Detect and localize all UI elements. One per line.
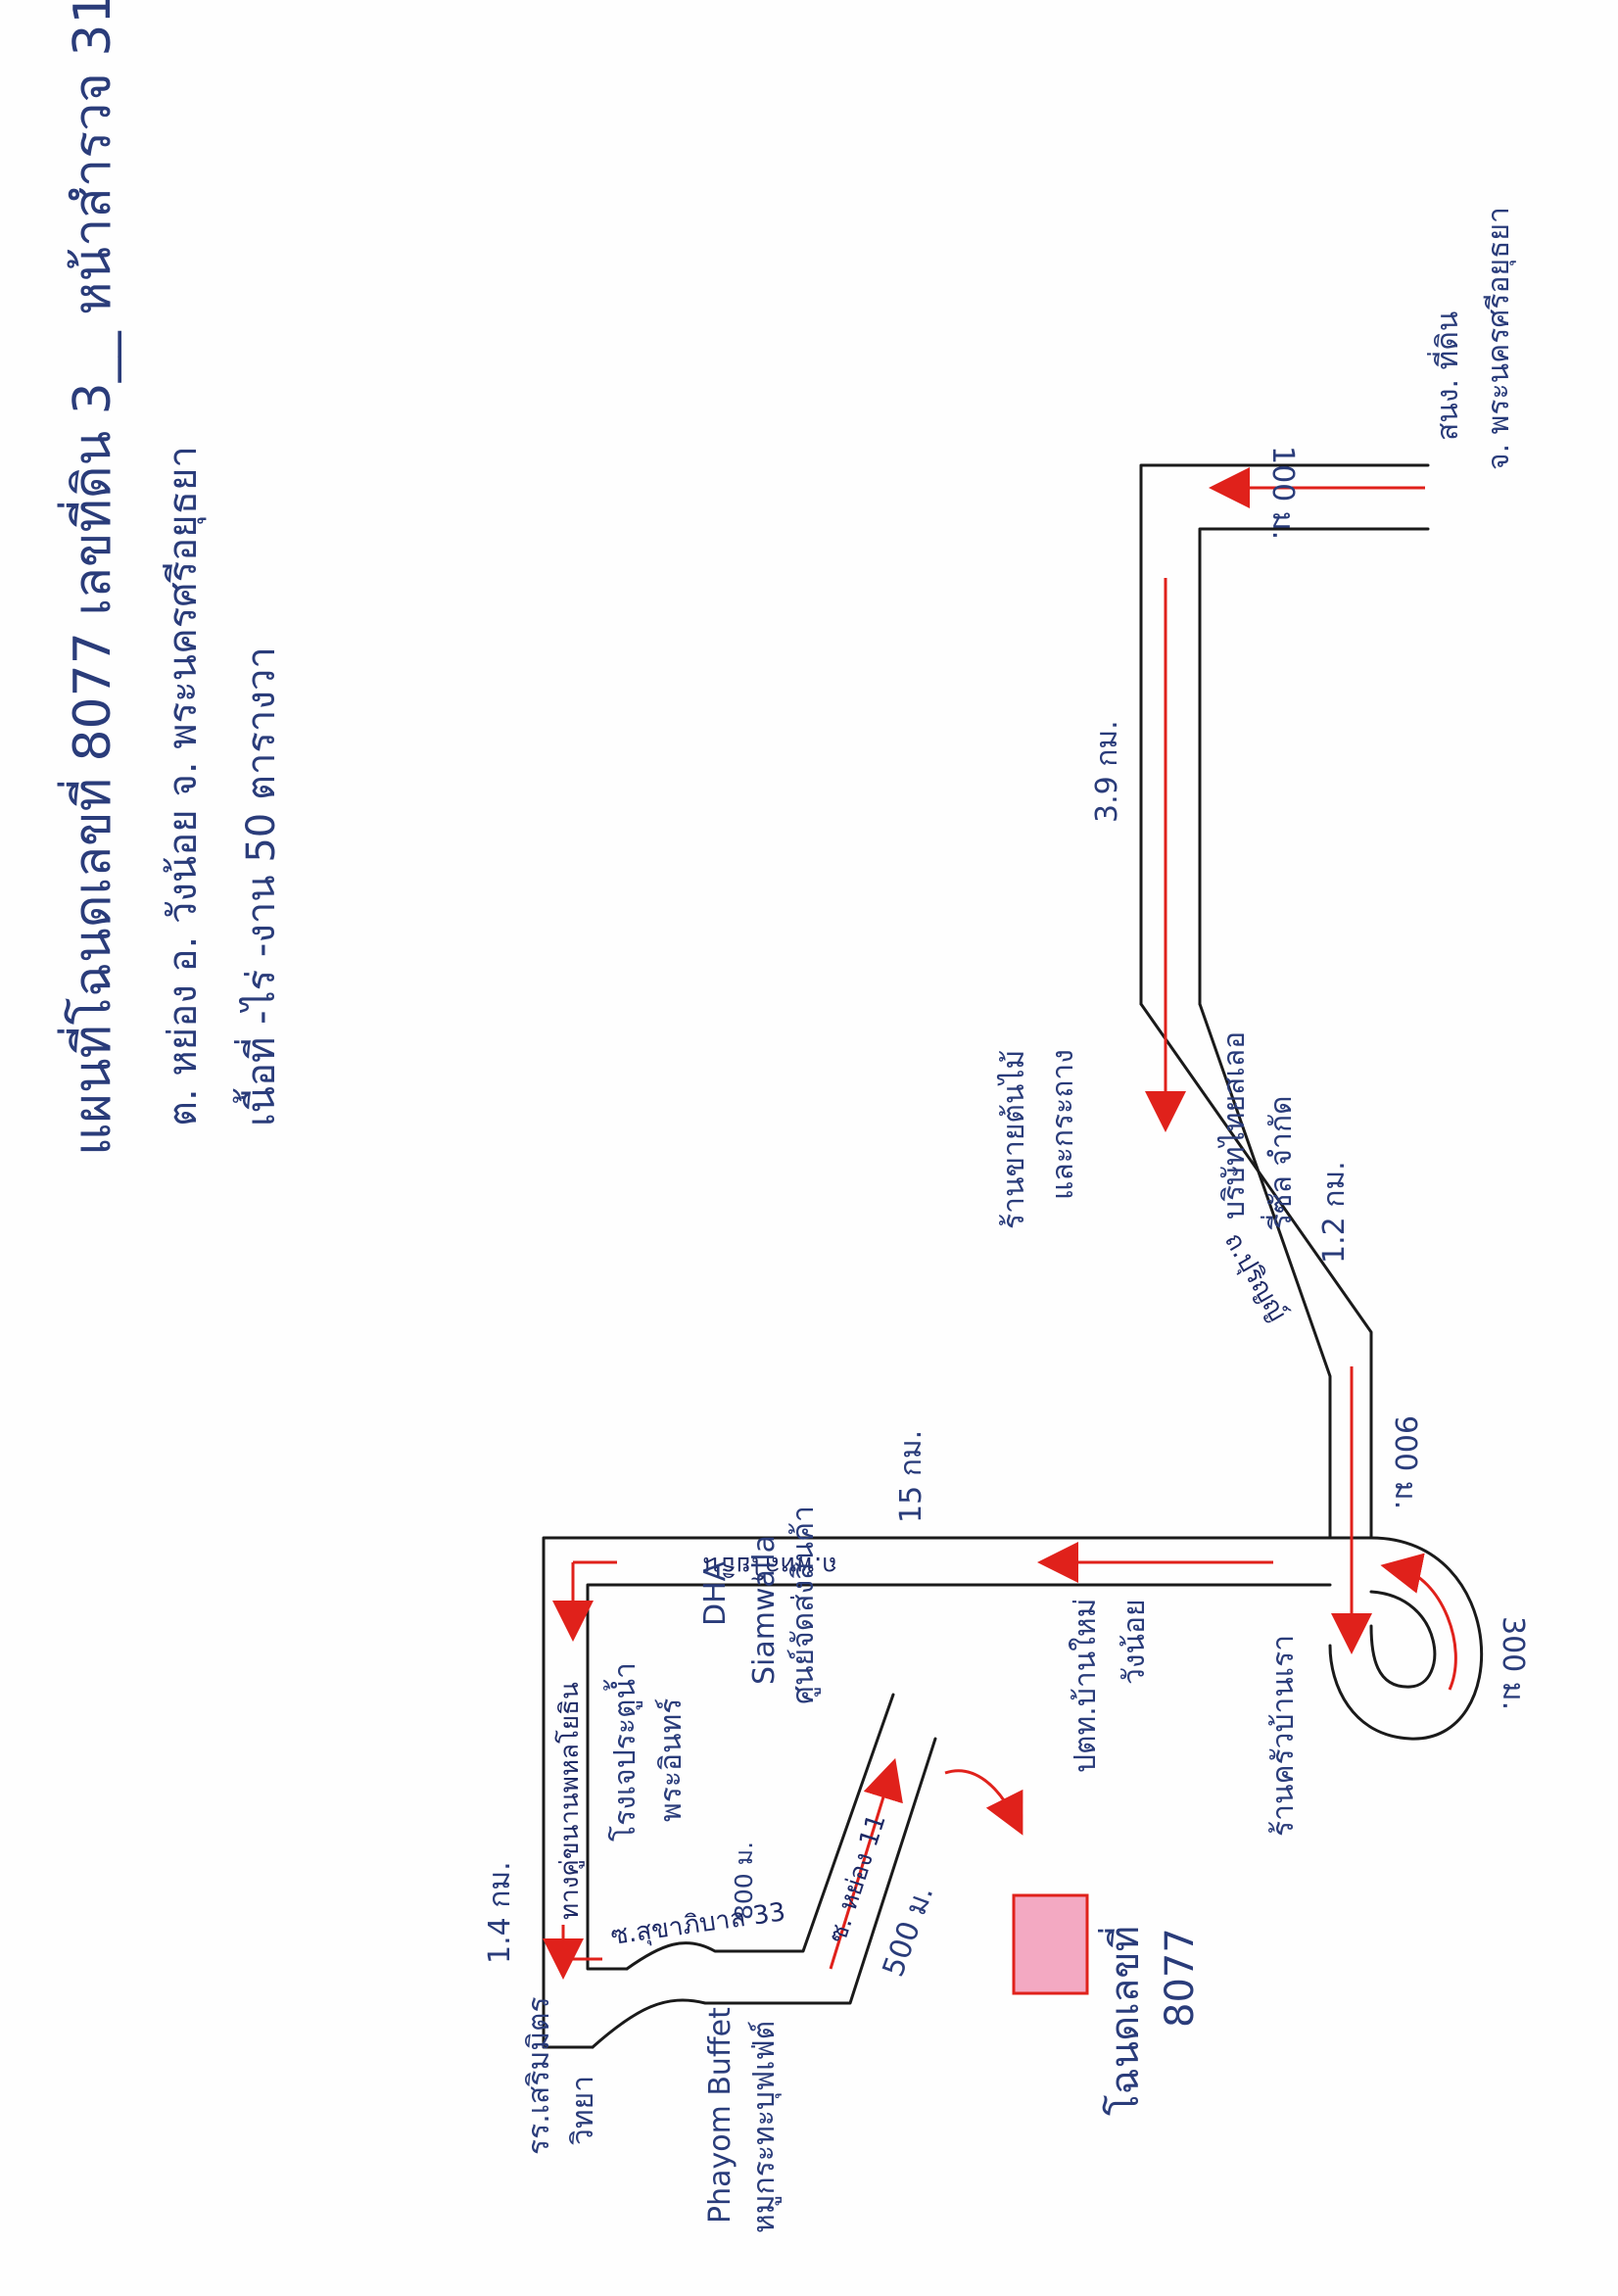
- map-labels: สนง. ที่ดิน จ. พระนครศรีอยุธยา 100 ม. 3.…: [483, 207, 1530, 2233]
- header-location: ต. หย่อง อ. วังน้อย จ. พระนครศรีอยุธยา: [161, 446, 207, 1126]
- road-u-turn-outer: [1328, 1536, 1484, 1741]
- road-u-turn-inner: [1369, 1590, 1437, 1689]
- road-office-entrance-inner: [1198, 527, 1430, 1006]
- road-soi-33-upper: [625, 1693, 895, 1971]
- landmark-ptt-1: ปตท.บ้านใหม่: [1069, 1599, 1103, 1773]
- landmark-buffet-1: Phayom Buffet: [703, 2007, 738, 2224]
- road-label-frontage: ทางคู่ขนานพหลโยธิน: [554, 1682, 585, 1920]
- road-diagonal: [1139, 1002, 1373, 1540]
- distance-15km: 15 กม.: [894, 1430, 928, 1523]
- route-arrow-to-parcel: [944, 1769, 1023, 1836]
- parcel-label-2: 8077: [1158, 1928, 1203, 2028]
- road-office-entrance: [1139, 463, 1430, 1006]
- distance-100m: 100 ม.: [1265, 446, 1300, 540]
- origin-label-2: จ. พระนครศรีอยุธยา: [1482, 207, 1517, 470]
- landmark-plant-shop-2: และกระถาง: [1046, 1049, 1080, 1200]
- landmark-company-2: รี่ซัล จำกัด: [1261, 1096, 1299, 1230]
- distance-1-4km: 1.4 กม.: [483, 1861, 517, 1964]
- landmark-school-1: รร.เสริมมิตร: [522, 1996, 556, 2155]
- landmark-school-2: วิทยา: [566, 2076, 600, 2145]
- landmark-plant-shop-1: ร้านขายต้นไม้: [996, 1050, 1031, 1229]
- header-title: แผนที่โฉนดเลขที่ 8077 เลขที่ดิน 3__ หน้า…: [57, 0, 122, 1156]
- header-area: เนื้อที่ -ไร่ -งาน 50 ตารางวา: [232, 646, 284, 1126]
- landmark-ptt-2: วังน้อย: [1118, 1599, 1152, 1685]
- landmark-temple-2: พระอินทร์: [654, 1698, 689, 1822]
- distance-800m: 800 ม.: [730, 1842, 758, 1920]
- distance-3-9km: 3.9 กม.: [1090, 720, 1124, 823]
- landmark-dha-3: ศูนย์จัดส่งสินค้า: [786, 1506, 821, 1704]
- road-diagonal-inner: [1198, 1002, 1332, 1540]
- distance-1-2km: 1.2 กม.: [1317, 1161, 1352, 1264]
- road-network: [542, 463, 1484, 2049]
- road-highway-outer: [542, 1536, 1373, 2049]
- landmark-temple-1: โรงเจประตูน้ำ: [603, 1662, 642, 1842]
- road-soi-33-lower: [591, 1737, 937, 2049]
- route-arrow-u-turn: [1380, 1553, 1457, 1691]
- landmark-buffet-2: หมูกระทะบุฟเฟ่ต์: [747, 2021, 783, 2233]
- landmark-dha-1: DHA: [698, 1560, 733, 1626]
- distance-900m: 900 ม.: [1388, 1415, 1422, 1509]
- landmark-food-shop: ร้านครัวบ้านเรา: [1266, 1635, 1301, 1837]
- map-header: แผนที่โฉนดเลขที่ 8077 เลขที่ดิน 3__ หน้า…: [57, 0, 284, 1156]
- parcel-box: [1012, 1893, 1089, 1995]
- origin-label-1: สนง. ที่ดิน: [1427, 311, 1465, 441]
- road-label-puriyan: ถ.ปุริญญ์: [1218, 1228, 1292, 1327]
- landmark-dha-2: Siamwalla: [747, 1535, 782, 1685]
- road-label-soi-11: ซ. หย่อง 11: [823, 1810, 892, 1946]
- route-arrows: [543, 467, 1457, 1980]
- parcel-label-1: โฉนดเลขที่: [1098, 1926, 1148, 2116]
- distance-300m: 300 ม.: [1496, 1616, 1530, 1710]
- road-highway-inner: [586, 1583, 1332, 1971]
- route-arrow-soi-11: [829, 1757, 903, 1970]
- road-label-phahonyothin: ถ.พหลโยธิน: [703, 1551, 837, 1581]
- landmark-company-1: บริษัทไทยสเลอ: [1216, 1031, 1252, 1220]
